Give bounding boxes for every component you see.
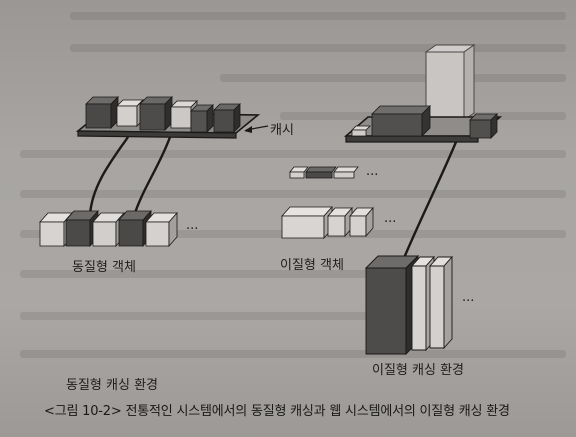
figure-caption: <그림 10-2> 전통적인 시스템에서의 동질형 캐싱과 웹 시스템에서의 이… [44, 404, 510, 419]
background-text-line [70, 44, 566, 52]
cable [402, 141, 458, 259]
heterogeneous-large-objects [364, 254, 454, 356]
background-text-line [20, 312, 396, 320]
small-objects-strip [289, 166, 359, 179]
homogeneous-objects [39, 209, 178, 248]
ellipsis-light-objects: ... [384, 211, 397, 226]
background-text-line [20, 350, 566, 358]
background-text-line [20, 190, 566, 198]
ellipsis-small-strip: ... [366, 164, 379, 179]
background-text-line [220, 74, 566, 82]
cable [132, 136, 172, 217]
cable [88, 136, 129, 216]
homogeneous-cache [75, 96, 261, 139]
heterogeneous-cache [343, 44, 503, 143]
label-cache: 캐시 [270, 123, 294, 138]
background-text-line [20, 270, 396, 278]
ellipsis-left-objects: ... [186, 218, 199, 233]
label-homogeneous-objects: 동질형 객체 [72, 260, 136, 275]
label-heterogeneous-objects: 이질형 객체 [280, 258, 344, 273]
background-text-line [20, 150, 566, 158]
label-homogeneous-environment: 동질형 캐싱 환경 [66, 378, 158, 393]
ellipsis-large-objects: ... [462, 290, 475, 305]
label-heterogeneous-environment: 이질형 캐싱 환경 [372, 363, 464, 378]
background-text-line [70, 12, 566, 20]
heterogeneous-light-objects [281, 205, 374, 240]
